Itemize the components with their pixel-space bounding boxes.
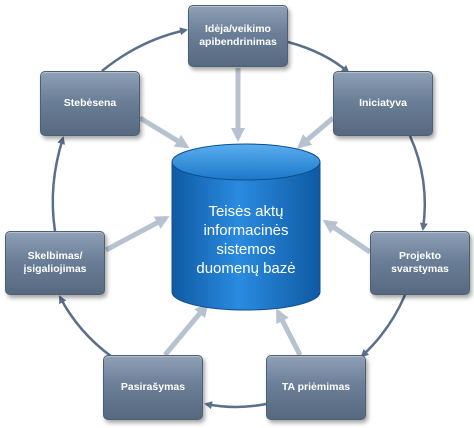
node-projekto-svarstymas: Projekto svarstymas bbox=[370, 231, 470, 295]
spoke-arrow-pasirasymas bbox=[163, 302, 209, 357]
cycle-arrow-ta-to-pasirasymas bbox=[204, 401, 267, 410]
node-stebesena: Stebėsena bbox=[40, 71, 140, 136]
node-skelbimas: Skelbimas/ įsigaliojimas bbox=[5, 231, 105, 295]
spoke-arrow-skelbimas bbox=[104, 215, 170, 253]
node-ta-priemimas: TA priėmimas bbox=[266, 355, 366, 420]
spoke-arrow-ta bbox=[275, 308, 303, 357]
cycle-arrow-stebesena-to-ideja bbox=[101, 27, 188, 72]
node-ideja: Idėja/veikimo apibendrinimas bbox=[188, 5, 288, 67]
spoke-arrow-stebesena bbox=[138, 115, 190, 149]
node-pasirasymas: Pasirašymas bbox=[103, 355, 203, 420]
cycle-arrow-iniciatyva-to-projekto bbox=[408, 135, 428, 231]
spoke-arrow-iniciatyva bbox=[296, 116, 335, 149]
spoke-arrow-projekto bbox=[322, 219, 372, 255]
node-iniciatyva: Iniciatyva bbox=[333, 71, 433, 136]
cycle-arrow-ideja-to-iniciatyva bbox=[287, 40, 350, 74]
cycle-arrow-skelbimas-to-stebesena bbox=[51, 136, 65, 232]
database-label: Teisės aktų informacinės sistemos duomen… bbox=[196, 203, 296, 277]
cycle-arrow-projekto-to-ta bbox=[360, 294, 407, 358]
cycle-arrow-pasirasymas-to-skelbimas bbox=[58, 295, 113, 359]
database-cylinder bbox=[171, 143, 321, 311]
